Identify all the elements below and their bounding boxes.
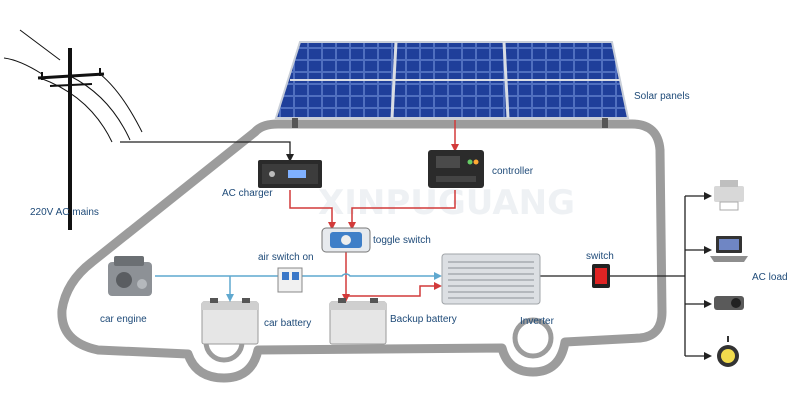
printer-icon bbox=[714, 180, 744, 211]
car-engine-icon bbox=[108, 256, 152, 296]
inverter-label: Inverter bbox=[520, 316, 555, 327]
output-switch-icon bbox=[592, 264, 610, 288]
controller-label: controller bbox=[492, 166, 534, 177]
laptop-icon bbox=[710, 236, 748, 262]
projector-icon bbox=[714, 296, 744, 310]
front-wheel bbox=[512, 317, 554, 359]
car-battery-icon bbox=[201, 298, 259, 345]
ac-charger bbox=[258, 160, 322, 188]
solar-panels bbox=[274, 41, 630, 128]
van-outline bbox=[57, 119, 667, 383]
spotlight-icon bbox=[717, 336, 739, 367]
wire-arrows bbox=[226, 144, 712, 360]
backup-battery-icon bbox=[329, 298, 387, 345]
watermark: XINPUGUANG bbox=[318, 183, 575, 223]
wiring bbox=[120, 120, 710, 357]
air-switch-device bbox=[277, 267, 303, 293]
toggle-switch-device bbox=[321, 227, 371, 253]
solar-panels-label: Solar panels bbox=[634, 91, 690, 102]
ac-charger-label: AC charger bbox=[222, 188, 273, 199]
car-battery-label: car battery bbox=[264, 318, 311, 329]
switch-label: switch bbox=[586, 251, 614, 262]
car-engine-label: car engine bbox=[100, 314, 147, 325]
backup-battery-label: Backup battery bbox=[390, 314, 457, 325]
ac-load-label: AC load bbox=[752, 272, 788, 283]
charge-controller bbox=[428, 150, 484, 188]
inverter-icon bbox=[441, 253, 541, 305]
air-switch-label: air switch on bbox=[258, 252, 314, 263]
toggle-switch-label: toggle switch bbox=[373, 235, 431, 246]
mains-label: 220V AC mains bbox=[30, 207, 99, 218]
utility-pole-icon bbox=[3, 29, 143, 230]
